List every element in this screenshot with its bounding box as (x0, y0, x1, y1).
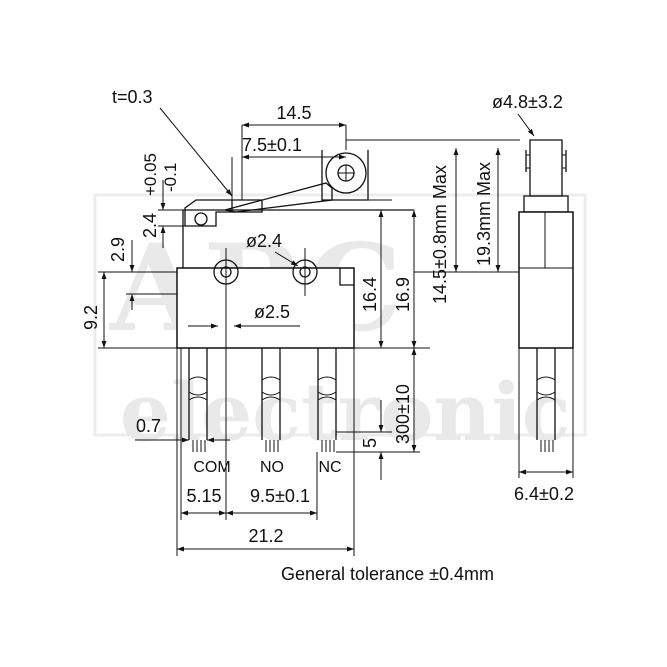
terminal-label-no: NO (260, 459, 284, 476)
lever-arm (224, 182, 333, 213)
wire-nc (317, 348, 337, 452)
dim-total-width: 21.2 (248, 526, 283, 546)
dim-lever-offset: 7.5±0.1 (242, 135, 302, 155)
dim-lever-tol-upper: +0.05 (141, 153, 160, 196)
dim-left-height: 9.2 (81, 305, 101, 330)
dim-lead-length: 300±10 (393, 384, 413, 444)
dim-lever-height: 2.4 (140, 213, 160, 238)
dim-strip-length: 5 (360, 438, 380, 448)
dim-overall-height: 16.9 (393, 277, 413, 312)
side-bracket (523, 195, 569, 213)
dim-max-height-1: 14.5±0.8mm Max (430, 165, 450, 304)
lever-tab (232, 199, 263, 213)
roller (325, 152, 367, 194)
hinge-hole (194, 212, 208, 226)
dim-lever-width: 14.5 (276, 103, 311, 123)
dim-hole-diameter: ø2.4 (246, 231, 282, 251)
roller-bracket (321, 150, 369, 201)
front-view: COM NO NC (176, 150, 414, 476)
wire-no (261, 348, 281, 452)
side-body (518, 211, 574, 349)
dim-pitch-1: 5.15 (186, 486, 221, 506)
side-view: ø4.8±3.2 6.4±0.2 (492, 92, 574, 504)
dim-body-height: 16.4 (360, 277, 380, 312)
dim-max-height-2: 19.3mm Max (474, 162, 494, 266)
dim-wire-gap: 0.7 (136, 416, 161, 436)
svg-text:electronic: electronic (120, 365, 571, 459)
dim-lever-tol-lower: -0.1 (161, 163, 180, 192)
side-wire (536, 348, 556, 452)
dim-pin-diameter: ø2.5 (254, 302, 290, 322)
dim-roller-diameter: ø4.8±3.2 (492, 92, 563, 112)
dim-hole-offset: 2.9 (108, 237, 128, 262)
switch-body (176, 267, 355, 349)
dimensions-front: t=0.3 14.5 7.5±0.1 2.4 +0.05 -0.1 2.9 9.… (81, 87, 520, 556)
lever-hinge (184, 199, 233, 227)
terminal-label-com: COM (193, 459, 230, 476)
dim-thickness: t=0.3 (112, 87, 153, 107)
wire-com (188, 348, 208, 452)
dim-pitch-2: 9.5±0.1 (250, 486, 310, 506)
dim-side-width: 6.4±0.2 (514, 484, 574, 504)
terminal-label-nc: NC (318, 459, 341, 476)
general-tolerance-note: General tolerance ±0.4mm (281, 564, 494, 584)
side-roller (529, 139, 563, 197)
